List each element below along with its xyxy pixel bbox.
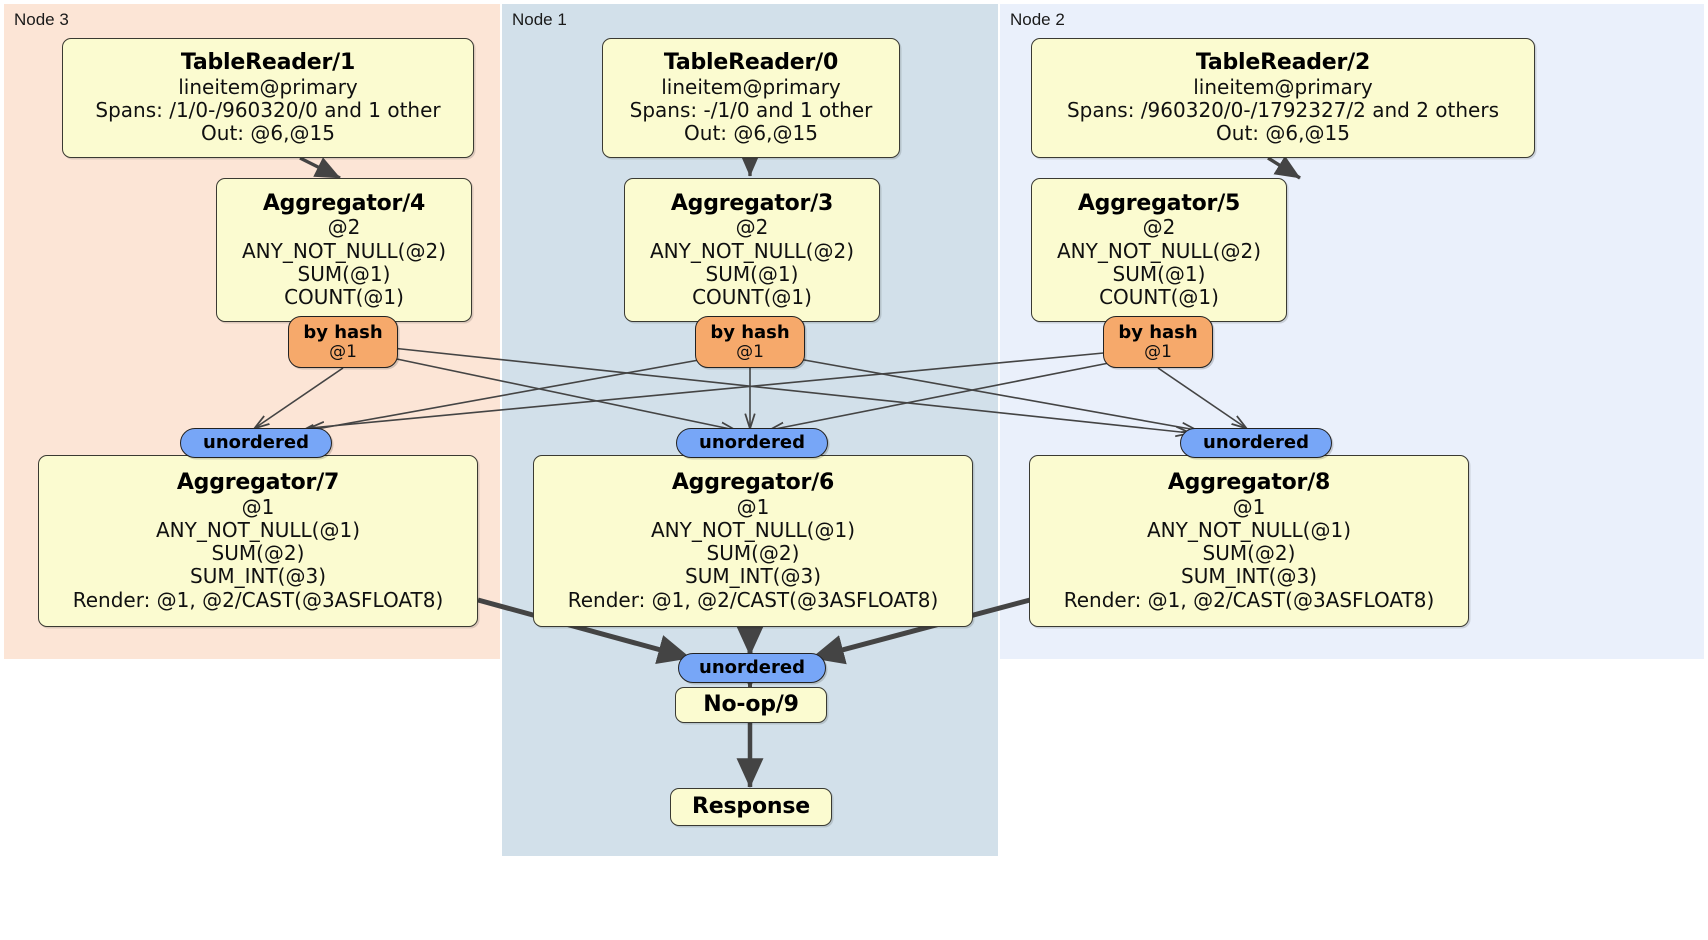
box-line: COUNT(@1) bbox=[1099, 285, 1219, 310]
router-by-hash-middle[interactable]: by hash @1 bbox=[695, 316, 805, 368]
router-title: unordered bbox=[699, 657, 805, 679]
router-subtitle: @1 bbox=[736, 341, 764, 362]
box-line: Render: @1, @2/CAST(@3ASFLOAT8) bbox=[72, 587, 444, 612]
box-title: Aggregator/5 bbox=[1077, 190, 1241, 216]
box-line: @2 bbox=[327, 215, 361, 240]
router-unordered-right[interactable]: unordered bbox=[1180, 428, 1332, 458]
box-aggregator-3[interactable]: Aggregator/3 @2 ANY_NOT_NULL(@2) SUM(@1)… bbox=[624, 178, 880, 322]
box-line: Spans: /960320/0-/1792327/2 and 2 others bbox=[1066, 98, 1499, 123]
box-line: SUM(@1) bbox=[705, 261, 799, 286]
box-line: Render: @1, @2/CAST(@3ASFLOAT8) bbox=[567, 587, 939, 612]
box-line: Out: @6,@15 bbox=[201, 121, 335, 146]
box-line: Out: @6,@15 bbox=[684, 121, 818, 146]
router-subtitle: @1 bbox=[1144, 341, 1172, 362]
box-title: No-op/9 bbox=[703, 692, 799, 718]
box-line: COUNT(@1) bbox=[284, 285, 404, 310]
router-by-hash-right[interactable]: by hash @1 bbox=[1103, 316, 1213, 368]
router-title: unordered bbox=[699, 432, 805, 454]
router-by-hash-left[interactable]: by hash @1 bbox=[288, 316, 398, 368]
box-line: @1 bbox=[736, 494, 770, 519]
box-line: @1 bbox=[1232, 494, 1266, 519]
box-tablereader-1[interactable]: TableReader/1 lineitem@primary Spans: /1… bbox=[62, 38, 474, 158]
box-aggregator-8[interactable]: Aggregator/8 @1 ANY_NOT_NULL(@1) SUM(@2)… bbox=[1029, 455, 1469, 627]
box-title: Aggregator/8 bbox=[1167, 470, 1331, 496]
router-unordered-left[interactable]: unordered bbox=[180, 428, 332, 458]
router-unordered-middle[interactable]: unordered bbox=[676, 428, 828, 458]
box-title: Aggregator/6 bbox=[671, 470, 835, 496]
router-title: by hash bbox=[303, 321, 383, 343]
box-line: Spans: -/1/0 and 1 other bbox=[629, 98, 873, 123]
box-line: @2 bbox=[1142, 215, 1176, 240]
box-aggregator-6[interactable]: Aggregator/6 @1 ANY_NOT_NULL(@1) SUM(@2)… bbox=[533, 455, 973, 627]
box-line: SUM_INT(@3) bbox=[190, 564, 326, 589]
box-line: SUM_INT(@3) bbox=[1181, 564, 1317, 589]
box-line: Render: @1, @2/CAST(@3ASFLOAT8) bbox=[1063, 587, 1435, 612]
box-title: TableReader/1 bbox=[180, 50, 356, 76]
box-line: @2 bbox=[735, 215, 769, 240]
box-line: @1 bbox=[241, 494, 275, 519]
box-aggregator-7[interactable]: Aggregator/7 @1 ANY_NOT_NULL(@1) SUM(@2)… bbox=[38, 455, 478, 627]
box-title: TableReader/2 bbox=[1195, 50, 1371, 76]
box-aggregator-5[interactable]: Aggregator/5 @2 ANY_NOT_NULL(@2) SUM(@1)… bbox=[1031, 178, 1287, 322]
router-title: unordered bbox=[203, 432, 309, 454]
router-title: by hash bbox=[710, 321, 790, 343]
box-line: SUM(@2) bbox=[1202, 541, 1296, 566]
box-title: TableReader/0 bbox=[663, 50, 839, 76]
box-tablereader-2[interactable]: TableReader/2 lineitem@primary Spans: /9… bbox=[1031, 38, 1535, 158]
panel-node-1-label: Node 1 bbox=[512, 10, 567, 29]
box-line: SUM(@2) bbox=[706, 541, 800, 566]
box-line: ANY_NOT_NULL(@1) bbox=[1147, 518, 1351, 543]
box-line: ANY_NOT_NULL(@2) bbox=[650, 238, 854, 263]
box-line: COUNT(@1) bbox=[692, 285, 812, 310]
box-line: ANY_NOT_NULL(@1) bbox=[156, 518, 360, 543]
box-tablereader-0[interactable]: TableReader/0 lineitem@primary Spans: -/… bbox=[602, 38, 900, 158]
box-line: SUM_INT(@3) bbox=[685, 564, 821, 589]
box-line: ANY_NOT_NULL(@2) bbox=[1057, 238, 1261, 263]
box-no-op-9[interactable]: No-op/9 bbox=[675, 687, 827, 723]
box-response[interactable]: Response bbox=[670, 788, 832, 826]
router-title: unordered bbox=[1203, 432, 1309, 454]
box-title: Aggregator/3 bbox=[670, 190, 834, 216]
box-line: SUM(@1) bbox=[297, 261, 391, 286]
box-line: SUM(@2) bbox=[211, 541, 305, 566]
box-line: lineitem@primary bbox=[1193, 75, 1373, 100]
box-line: ANY_NOT_NULL(@2) bbox=[242, 238, 446, 263]
box-title: Aggregator/7 bbox=[176, 470, 340, 496]
box-title: Aggregator/4 bbox=[262, 190, 426, 216]
router-title: by hash bbox=[1118, 321, 1198, 343]
box-line: lineitem@primary bbox=[178, 75, 358, 100]
panel-node-3-label: Node 3 bbox=[14, 10, 69, 29]
box-line: SUM(@1) bbox=[1112, 261, 1206, 286]
box-line: lineitem@primary bbox=[661, 75, 841, 100]
router-unordered-final[interactable]: unordered bbox=[678, 653, 826, 683]
box-aggregator-4[interactable]: Aggregator/4 @2 ANY_NOT_NULL(@2) SUM(@1)… bbox=[216, 178, 472, 322]
box-title: Response bbox=[692, 794, 810, 820]
router-subtitle: @1 bbox=[329, 341, 357, 362]
box-line: ANY_NOT_NULL(@1) bbox=[651, 518, 855, 543]
box-line: Spans: /1/0-/960320/0 and 1 other bbox=[95, 98, 441, 123]
box-line: Out: @6,@15 bbox=[1216, 121, 1350, 146]
panel-node-2-label: Node 2 bbox=[1010, 10, 1065, 29]
